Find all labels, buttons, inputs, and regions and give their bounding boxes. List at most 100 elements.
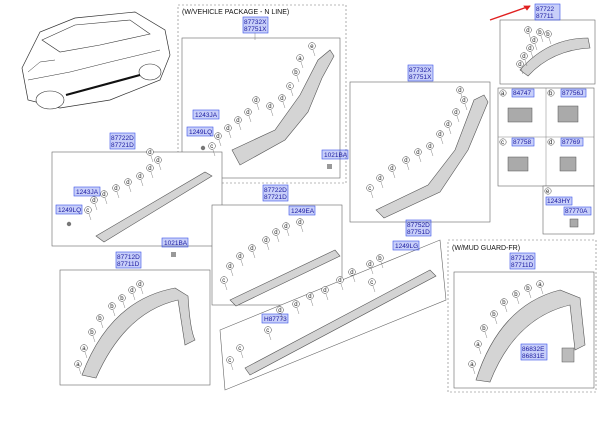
callout-circle [348, 268, 356, 276]
callout-letter: d [114, 186, 117, 192]
legend-d-part: 87769 [562, 139, 580, 146]
sill-part-a: 87752D [407, 222, 430, 229]
callout-circle [524, 26, 532, 34]
callout-letter: d [462, 98, 465, 104]
callout-circle [272, 228, 280, 236]
clip-1249lg-box[interactable] [392, 240, 420, 251]
callout-leader [325, 293, 329, 301]
callout-circle [530, 36, 538, 44]
callout-letter: b [90, 330, 94, 336]
callout-leader [228, 131, 232, 139]
arch-left-label-box[interactable] [115, 251, 142, 269]
legend-letter-b: b [549, 91, 553, 97]
callout-circle [490, 310, 498, 318]
callout-circle [336, 276, 344, 284]
callout-letter: d [148, 166, 151, 172]
mud-label-box[interactable] [509, 252, 536, 270]
callout-leader [520, 67, 524, 75]
callout-circle [74, 360, 82, 368]
legend-e2-box[interactable] [563, 206, 592, 216]
legend-c-part: 87758 [513, 139, 531, 146]
rocker-left-label-box[interactable] [109, 132, 136, 150]
legend-c-box[interactable] [511, 137, 535, 147]
callout-leader [122, 301, 126, 309]
callout-circle [112, 184, 120, 192]
clip-1249ea-box[interactable] [288, 205, 316, 216]
callout-leader [310, 299, 314, 307]
callout-circle [214, 132, 222, 140]
callout-leader [276, 235, 280, 243]
callout-letter: d [308, 294, 311, 300]
grommet-1021ba-box[interactable] [321, 149, 349, 160]
callout-circle [226, 262, 234, 270]
mid-right-part-b: 87751X [409, 74, 432, 81]
callout-leader [478, 347, 482, 355]
legend-d-box[interactable] [560, 137, 584, 147]
callout-circle [321, 286, 329, 294]
sill-label-box[interactable] [405, 219, 432, 237]
legend-a-box[interactable] [511, 88, 535, 98]
screw-icon [200, 145, 206, 151]
callout-leader [94, 203, 98, 211]
callout-circle [124, 178, 132, 186]
clip-h87773-box[interactable] [261, 313, 289, 324]
grommet-1021ba-b-box[interactable] [161, 237, 189, 248]
clip-1249lq-b-box[interactable] [55, 204, 83, 215]
callout-circle [236, 252, 244, 260]
callout-leader [88, 213, 92, 221]
callout-circle [252, 96, 260, 104]
callout-circle [366, 184, 374, 192]
screw-1243ja-b-box[interactable] [73, 186, 101, 197]
legend-b-box[interactable] [560, 88, 587, 98]
callout-circle [444, 120, 452, 128]
center-label-box[interactable] [262, 184, 289, 202]
callout-leader [530, 51, 534, 59]
n-line-caption: (W/VEHICLE PACKAGE - N LINE) [182, 9, 289, 16]
callout-circle [248, 244, 256, 252]
clip-h87773-label: H87773 [264, 316, 287, 323]
callout-circle [474, 340, 482, 348]
callout-letter: d [298, 220, 301, 226]
callout-letter: d [102, 192, 105, 198]
callout-letter: d [278, 308, 281, 314]
callout-circle [90, 196, 98, 204]
mud-guard-panel [453, 271, 595, 389]
callout-leader [340, 283, 344, 291]
top-right-label-box[interactable] [534, 3, 561, 21]
legend-e1-box[interactable] [545, 196, 573, 206]
callout-circle [96, 314, 104, 322]
callout-circle [516, 60, 524, 68]
mud-guard-caption: (W/MUD GUARD-FR) [452, 245, 520, 252]
callout-leader [158, 163, 162, 171]
clip-1249lq-label: 1249LQ [189, 129, 212, 136]
callout-letter: a [470, 362, 474, 368]
clip-b-icon [557, 105, 579, 123]
grommet-1021ba-b-label: 1021BA [164, 240, 188, 247]
callout-letter: c [222, 278, 225, 284]
callout-leader [266, 243, 270, 251]
callout-circle [224, 124, 232, 132]
n-line-label-box[interactable] [242, 16, 269, 34]
callout-letter: c [288, 84, 291, 90]
screw-1243ja-box[interactable] [192, 109, 220, 120]
top-right-part-a: 87722 [536, 6, 554, 13]
clip-a-icon [507, 107, 533, 123]
callout-leader [104, 197, 108, 205]
legend-letter-d: d [549, 140, 552, 146]
callout-letter: d [250, 246, 253, 252]
callout-leader [406, 163, 410, 171]
clip-1249lq-box[interactable] [186, 126, 214, 137]
callout-leader [132, 293, 136, 301]
callout-letter: d [138, 174, 141, 180]
callout-leader [212, 149, 216, 157]
callout-leader [296, 307, 300, 315]
mid-right-label-box[interactable] [407, 64, 434, 82]
callout-letter: c [228, 358, 231, 364]
callout-letter: d [130, 288, 133, 294]
callout-letter: c [266, 328, 269, 334]
mud-guard-lower-box[interactable] [520, 343, 548, 361]
callout-circle [456, 86, 464, 94]
legend-e2-part: 87770A [565, 208, 588, 215]
callout-circle [226, 356, 234, 364]
arch-left-flare [81, 287, 196, 379]
